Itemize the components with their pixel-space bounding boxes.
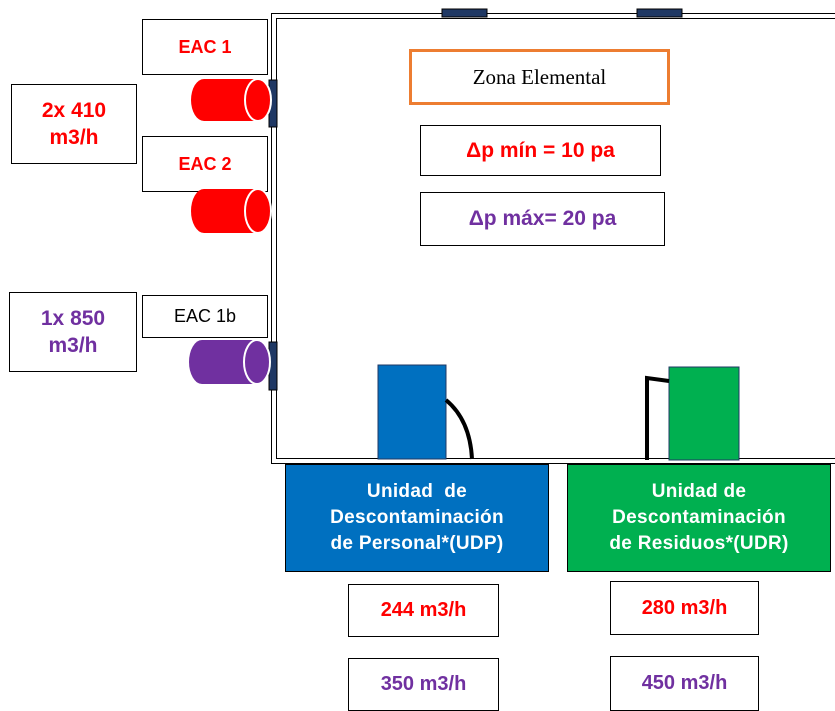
udp-flow-min-box: 244 m3/h xyxy=(348,584,499,637)
red-flow-line2: m3/h xyxy=(49,126,99,149)
eac2-label: EAC 2 xyxy=(178,153,232,174)
udr-flow-max-box: 450 m3/h xyxy=(610,656,759,711)
zone-outer-wall xyxy=(271,13,835,464)
udr-flow-max: 450 m3/h xyxy=(641,672,728,694)
udr-line1: Unidad de xyxy=(651,481,747,502)
zone-inner-wall xyxy=(276,18,835,459)
eac1b-label-box: EAC 1b xyxy=(142,295,268,338)
udr-unit: Unidad de Descontaminación de Residuos*(… xyxy=(567,464,831,572)
eac1b-fan-icon xyxy=(189,339,271,385)
top-opening-1 xyxy=(441,8,488,18)
eac1-fan-icon xyxy=(191,78,272,122)
udr-door xyxy=(668,366,740,461)
udp-line2: Descontaminación xyxy=(330,507,504,528)
udp-line1: Unidad de xyxy=(366,481,468,502)
purple-flow-line2: m3/h xyxy=(48,334,98,357)
udr-flow-min: 280 m3/h xyxy=(641,596,728,619)
udp-flow-max: 350 m3/h xyxy=(380,673,467,695)
udp-line3: de Personal*(UDP) xyxy=(330,533,504,554)
eac1-label-box: EAC 1 xyxy=(142,19,268,75)
udr-flow-min-box: 280 m3/h xyxy=(610,581,759,635)
pressure-min-box: Δp mín = 10 pa xyxy=(420,125,661,176)
purple-flow-box: 1x 850 m3/h xyxy=(9,292,137,372)
udp-door xyxy=(377,364,447,460)
eac2-label-box: EAC 2 xyxy=(142,136,268,192)
udr-line3: de Residuos*(UDR) xyxy=(609,533,789,554)
eac1-label: EAC 1 xyxy=(178,36,232,57)
zone-title-box: Zona Elemental xyxy=(409,49,670,105)
zone-title: Zona Elemental xyxy=(472,64,607,89)
pressure-max-label: Δp máx= 20 pa xyxy=(468,207,617,230)
red-flow-line1: 2x 410 xyxy=(41,99,107,122)
udp-flow-min: 244 m3/h xyxy=(380,599,467,621)
purple-flow-line1: 1x 850 xyxy=(40,307,106,330)
eac1b-label: EAC 1b xyxy=(173,306,237,326)
pressure-min-label: Δp mín = 10 pa xyxy=(466,138,615,162)
eac2-fan-icon xyxy=(191,188,272,234)
udp-unit: Unidad de Descontaminación de Personal*(… xyxy=(285,464,549,572)
udr-line2: Descontaminación xyxy=(612,507,786,528)
udr-door-swing xyxy=(645,375,670,460)
udp-flow-max-box: 350 m3/h xyxy=(348,658,499,711)
top-opening-2 xyxy=(636,8,683,18)
red-flow-box: 2x 410 m3/h xyxy=(11,84,137,164)
udp-door-swing xyxy=(444,398,474,460)
pressure-max-box: Δp máx= 20 pa xyxy=(420,192,665,246)
